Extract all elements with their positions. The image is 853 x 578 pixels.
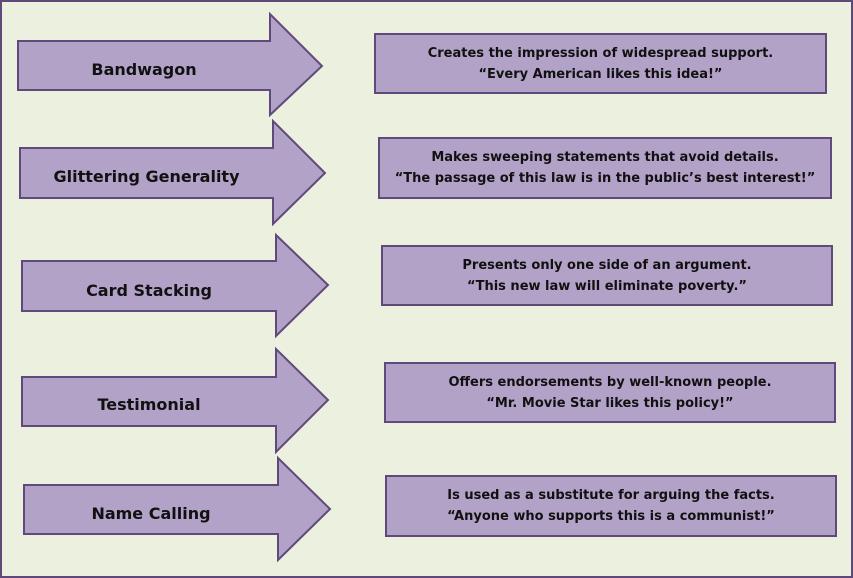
description-box-card-stacking: Presents only one side of an argument. “… [381, 245, 833, 306]
term-label: Bandwagon [91, 59, 197, 79]
description-box-testimonial: Offers endorsements by well-known people… [384, 362, 836, 423]
definition-text: Offers endorsements by well-known people… [448, 374, 772, 390]
example-quote: “Every American likes this idea!” [478, 66, 723, 82]
definition-text: Creates the impression of widespread sup… [427, 45, 774, 61]
technique-row-testimonial: Testimonial Offers endorsements by well-… [2, 346, 853, 459]
definition-text: Is used as a substitute for arguing the … [447, 488, 775, 503]
arrow-name-calling: Name Calling [2, 455, 342, 568]
description-box-glittering-generality: Makes sweeping statements that avoid det… [378, 137, 832, 199]
technique-row-name-calling: Name Calling Is used as a substitute for… [2, 455, 853, 568]
definition-text: Makes sweeping statements that avoid det… [431, 150, 779, 165]
arrow-card-stacking: Card Stacking [2, 232, 342, 345]
description-box-bandwagon: Creates the impression of widespread sup… [374, 33, 827, 94]
example-quote: “The passage of this law is in the publi… [394, 171, 816, 186]
arrow-shape [19, 118, 327, 227]
term-label: Card Stacking [86, 280, 212, 300]
term-label: Glittering Generality [53, 166, 240, 186]
description-box-name-calling: Is used as a substitute for arguing the … [385, 475, 837, 537]
technique-row-card-stacking: Card Stacking Presents only one side of … [2, 232, 853, 345]
definition-text: Presents only one side of an argument. [462, 257, 752, 273]
technique-row-bandwagon: Bandwagon Creates the impression of wide… [2, 11, 853, 124]
arrow-shape [21, 232, 330, 339]
arrow-glittering-generality: Glittering Generality [2, 118, 342, 231]
example-quote: “This new law will eliminate poverty.” [467, 278, 747, 294]
arrow-shape [21, 346, 330, 455]
arrow-shape [23, 455, 332, 563]
arrow-shape [17, 11, 324, 118]
arrow-testimonial: Testimonial [2, 346, 342, 459]
term-label: Name Calling [91, 503, 211, 523]
example-quote: “Anyone who supports this is a communist… [447, 509, 775, 524]
technique-row-glittering-generality: Glittering Generality Makes sweeping sta… [2, 118, 853, 231]
example-quote: “Mr. Movie Star likes this policy!” [486, 395, 734, 411]
arrow-bandwagon: Bandwagon [2, 11, 342, 124]
term-label: Testimonial [97, 394, 201, 414]
